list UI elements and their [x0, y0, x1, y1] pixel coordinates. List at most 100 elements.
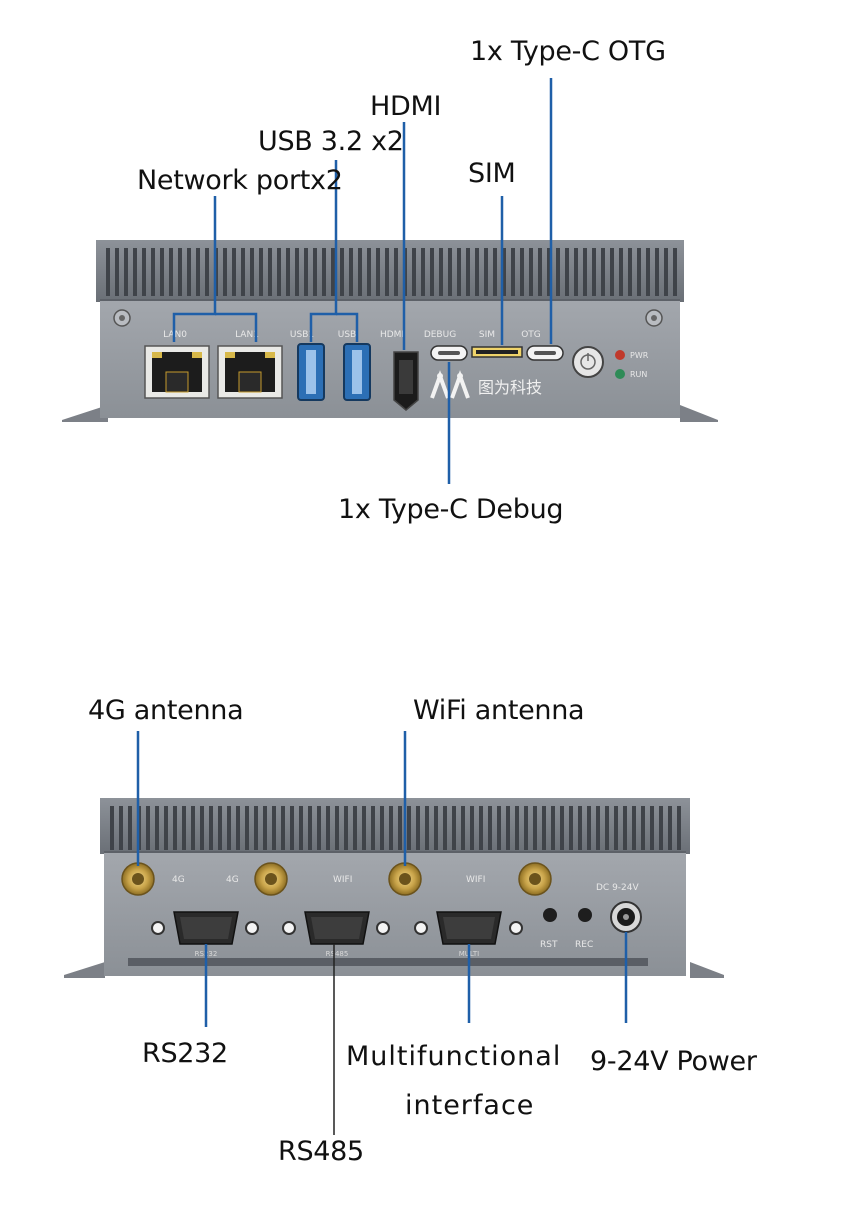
heatsink-fin: [295, 248, 299, 296]
leader-network: [172, 196, 217, 342]
heatsink-fin: [236, 806, 240, 850]
sim-slot: [471, 346, 523, 358]
heatsink-fin: [272, 806, 276, 850]
heatsink-fin: [349, 248, 353, 296]
power-button: [572, 346, 604, 378]
heatsink-fin: [358, 248, 362, 296]
heatsink-fin: [151, 248, 155, 296]
heatsink-fin: [556, 248, 560, 296]
heatsink-fin: [664, 248, 668, 296]
heatsink-fin: [529, 248, 533, 296]
rear-bottom-rail: [128, 958, 648, 966]
printed-usb2: USB: [338, 330, 356, 340]
heatsink-fin: [389, 806, 393, 850]
heatsink-fin: [412, 248, 416, 296]
heatsink-fin: [511, 248, 515, 296]
heatsink-fin: [277, 248, 281, 296]
leader-usb-branch: [336, 312, 359, 342]
heatsink-fin: [385, 248, 389, 296]
callout-rs232: RS232: [142, 1038, 228, 1069]
heatsink-fin: [407, 806, 411, 850]
heatsink-fin: [250, 248, 254, 296]
heatsink-fin: [484, 248, 488, 296]
heatsink-fin: [245, 806, 249, 850]
printed-port-2: RS485: [326, 950, 349, 958]
typec-otg-port: [526, 345, 564, 361]
heatsink-fin: [353, 806, 357, 850]
typec-debug-port: [430, 345, 468, 361]
callout-multifunctional-line2: interface: [405, 1090, 535, 1121]
heatsink-fin: [227, 806, 231, 850]
heatsink-fin: [641, 806, 645, 850]
heatsink-fin: [605, 806, 609, 850]
heatsink-fin: [452, 806, 456, 850]
rear-heatsink-fins: [110, 806, 681, 850]
heatsink-fin: [367, 248, 371, 296]
heatsink-fin: [331, 248, 335, 296]
heatsink-fin: [187, 248, 191, 296]
heatsink-fin: [565, 248, 569, 296]
callout-multifunctional-line1: Multifunctional: [346, 1041, 562, 1072]
heatsink-fin: [142, 248, 146, 296]
heatsink-fin: [178, 248, 182, 296]
printed-hdmi: HDMI: [380, 330, 404, 340]
antenna-connector-4: [518, 862, 552, 896]
heatsink-fin: [466, 248, 470, 296]
heatsink-fin: [659, 806, 663, 850]
heatsink-fin: [430, 248, 434, 296]
heatsink-fin: [205, 248, 209, 296]
heatsink-fin: [646, 248, 650, 296]
rst-button: [543, 908, 557, 922]
rear-foot-right: [690, 962, 724, 978]
callout-rs485: RS485: [278, 1136, 364, 1167]
heatsink-fin: [133, 248, 137, 296]
heatsink-fin: [601, 248, 605, 296]
heatsink-fin: [434, 806, 438, 850]
heatsink-fin: [200, 806, 204, 850]
antenna-connector-2: [254, 862, 288, 896]
heatsink-fin: [196, 248, 200, 296]
heatsink-fin: [268, 248, 272, 296]
printed-ant-2: 4G: [226, 875, 239, 885]
heatsink-fin: [308, 806, 312, 850]
heatsink-fin: [547, 248, 551, 296]
callout-4g-antenna: 4G antenna: [88, 695, 244, 726]
heatsink-fin: [182, 806, 186, 850]
heatsink-fin: [470, 806, 474, 850]
heatsink-fin: [637, 248, 641, 296]
heatsink-fin: [425, 806, 429, 850]
heatsink-fin: [542, 806, 546, 850]
callout-otg: 1x Type-C OTG: [470, 36, 666, 67]
heatsink-fin: [128, 806, 132, 850]
front-screw-left: [113, 309, 131, 327]
printed-run: RUN: [630, 370, 647, 379]
heatsink-fin: [169, 248, 173, 296]
heatsink-fin: [475, 248, 479, 296]
heatsink-fin: [520, 248, 524, 296]
callout-debug: 1x Type-C Debug: [338, 494, 564, 525]
usb-port-1: [297, 343, 325, 401]
callout-sim: SIM: [468, 158, 516, 189]
printed-usb1: USB1: [290, 330, 314, 340]
antenna-connector-1: [121, 862, 155, 896]
callout-network: Network portx2: [137, 165, 343, 196]
rear-heatsink: [100, 798, 690, 854]
heatsink-fin: [146, 806, 150, 850]
front-foot-right: [680, 405, 718, 422]
heatsink-fin: [443, 806, 447, 850]
printed-ant-1: 4G: [172, 875, 185, 885]
rear-device: 4G 4G WIFI WIFI DC 9-24V RST REC RS232 R…: [64, 798, 724, 978]
callout-wifi-antenna: WiFi antenna: [413, 695, 585, 726]
antenna-connector-3: [388, 862, 422, 896]
heatsink-fin: [286, 248, 290, 296]
heatsink-fin: [380, 806, 384, 850]
front-heatsink-fins: [106, 248, 677, 296]
heatsink-fin: [362, 806, 366, 850]
heatsink-fin: [416, 806, 420, 850]
heatsink-fin: [164, 806, 168, 850]
heatsink-fin: [313, 248, 317, 296]
heatsink-fin: [632, 806, 636, 850]
heatsink-fin: [650, 806, 654, 850]
db9-port-multifunctional: [414, 911, 523, 945]
